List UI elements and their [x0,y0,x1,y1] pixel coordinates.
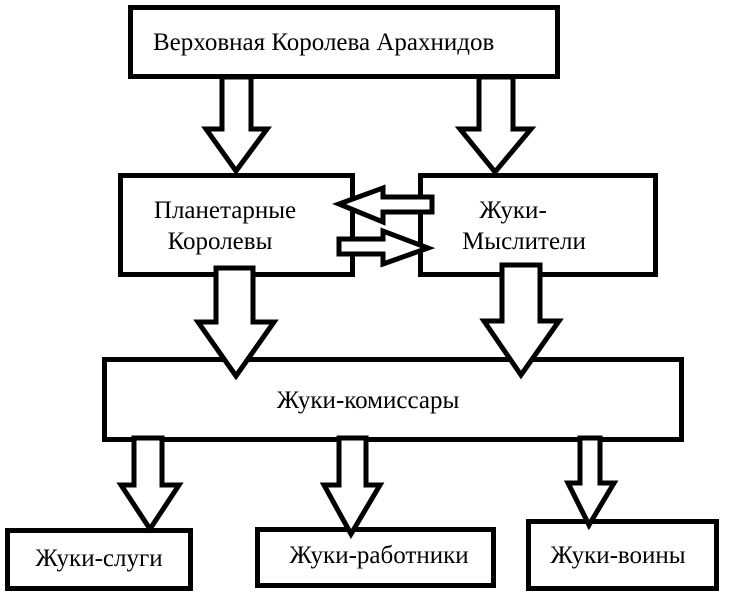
arrow-planetary-to-commissars [193,265,279,381]
arrow-thinkers-to-planetary [332,184,435,226]
node-worker-bugs-label: Жуки-работники [289,542,468,569]
arrow-planetary-to-thinkers [336,227,436,268]
node-worker-bugs-box [255,527,496,588]
node-servant-bugs-box [5,528,193,591]
node-planetary-queens-label-line1: Планетарные [154,197,296,224]
node-commissar-bugs-label: Жуки-комиссары [277,387,460,414]
node-planetary-queens-label-line2: Королевы [168,228,273,255]
node-warrior-bugs-box [526,519,719,591]
node-thinker-bugs-box [418,173,658,277]
node-thinker-bugs-label-line2: Мыслители [462,228,586,255]
node-warrior-bugs-label: Жуки-воины [550,542,685,569]
node-supreme-queen-label: Верховная Королева Арахнидов [153,29,494,56]
arrow-thinkers-to-commissars [479,262,564,380]
arrow-supreme-to-thinkers [454,74,537,176]
arrow-supreme-to-planetary [201,74,272,176]
arrow-commissars-to-workers [319,435,385,540]
node-planetary-queens-box [118,173,355,277]
arrow-commissars-to-warriors [563,435,619,531]
node-servant-bugs-label: Жуки-слуги [35,545,162,572]
arrow-commissars-to-servants [116,435,184,534]
node-supreme-queen-box [128,5,560,79]
node-thinker-bugs-label-line1: Жуки- [479,197,547,224]
node-commissar-bugs-box [102,357,684,442]
